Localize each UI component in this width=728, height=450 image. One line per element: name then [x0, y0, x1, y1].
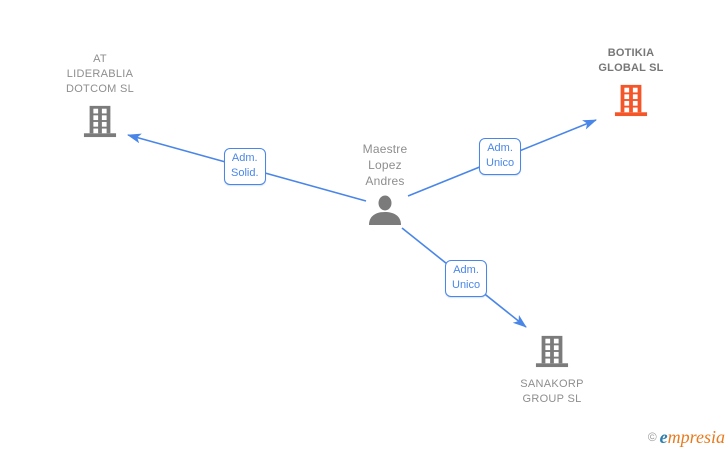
company-node-sanakorp[interactable]: SANAKORP GROUP SL [487, 334, 617, 407]
edge-label-adm-unico-sanakorp[interactable]: Adm. Unico [445, 260, 488, 297]
company-node-at-liderablia[interactable]: AT LIDERABLIA DOTCOM SL [35, 52, 165, 143]
edge-label-adm-solid[interactable]: Adm. Solid. [224, 148, 266, 185]
person-name: Maestre Lopez Andres [362, 142, 408, 188]
copyright-icon: © [647, 430, 657, 444]
company-name: SANAKORP GROUP SL [520, 378, 584, 405]
brand-letter: e [659, 427, 668, 447]
brand-text: mpresia [667, 427, 725, 447]
building-icon [535, 334, 569, 368]
building-icon [614, 83, 648, 117]
company-name: BOTIKIA GLOBAL SL [598, 47, 664, 74]
company-name: AT LIDERABLIA DOTCOM SL [65, 53, 135, 95]
building-icon [83, 104, 117, 138]
empresia-logo[interactable]: ©empresia [648, 427, 725, 447]
person-icon [365, 195, 405, 225]
person-node-maestre-lopez-andres[interactable]: Maestre Lopez Andres [320, 141, 450, 230]
company-node-botikia[interactable]: BOTIKIA GLOBAL SL [566, 46, 696, 122]
edge-label-adm-unico-botikia[interactable]: Adm. Unico [479, 138, 522, 175]
